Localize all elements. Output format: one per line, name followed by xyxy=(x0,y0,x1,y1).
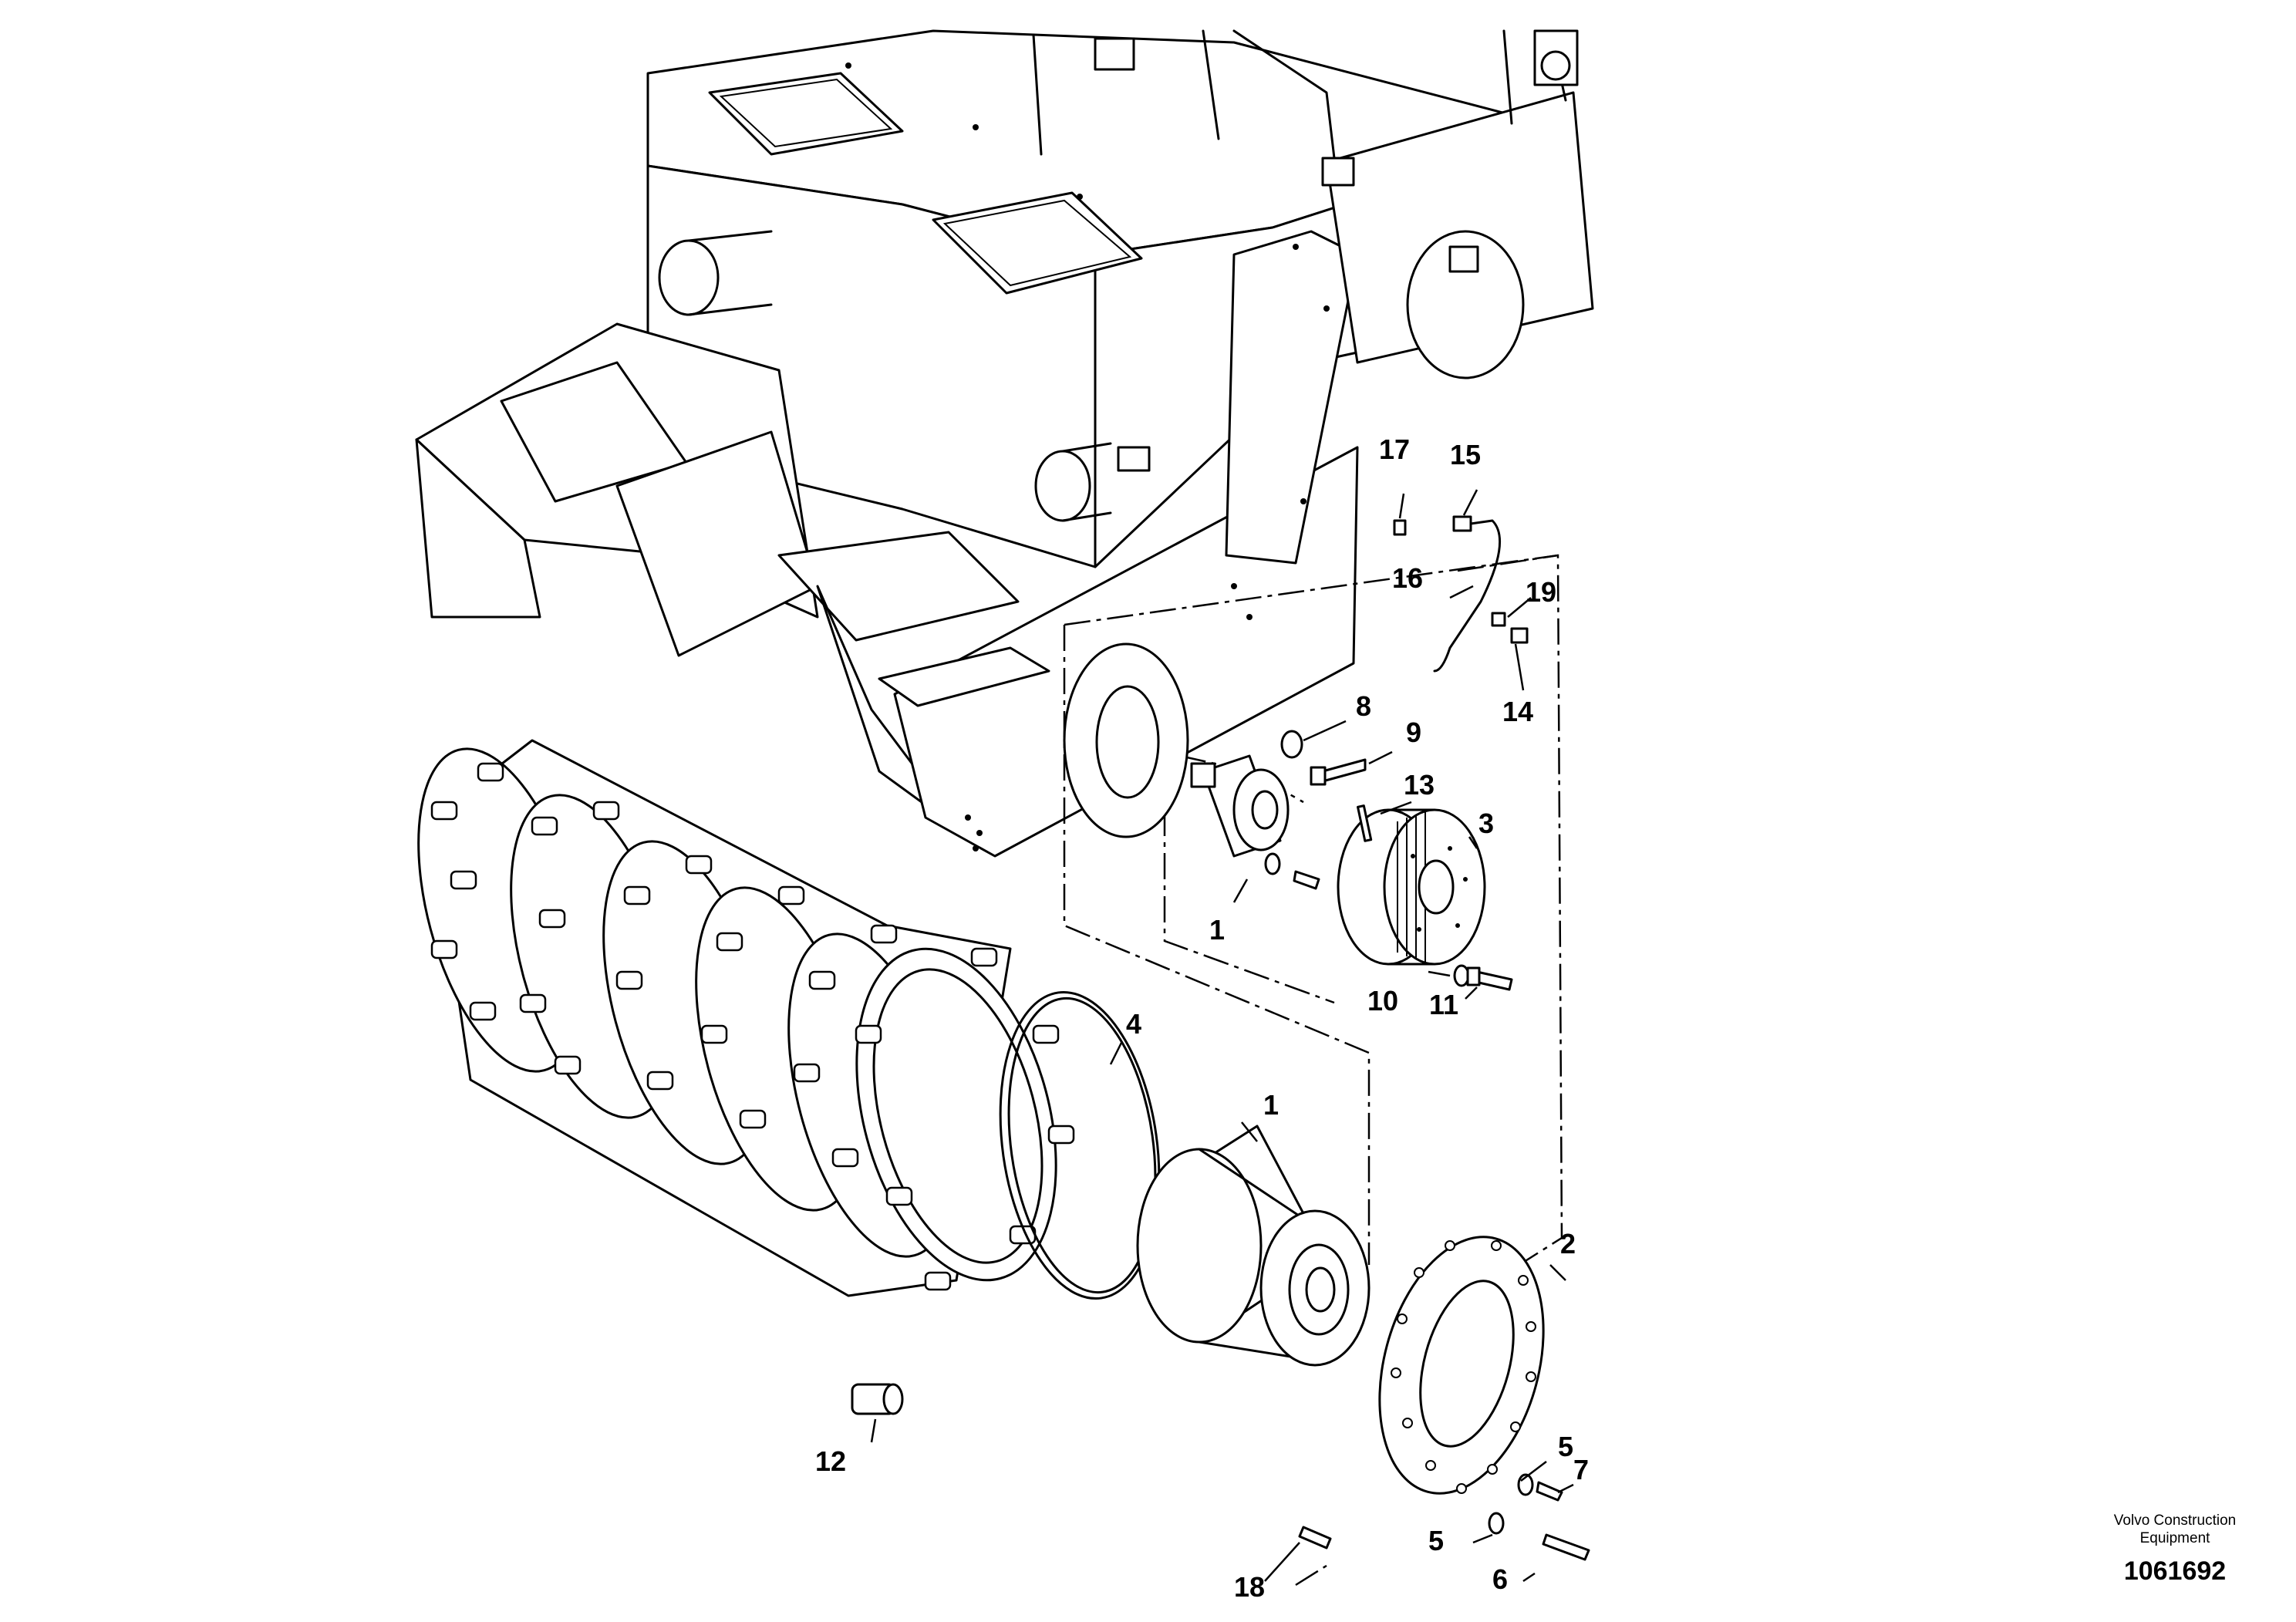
callout-5-upper: 5 xyxy=(1558,1431,1573,1462)
machine-frame xyxy=(415,29,1594,858)
callout-11: 11 xyxy=(1429,989,1458,1020)
o-ring xyxy=(999,990,1161,1300)
callout-1-motor: 1 xyxy=(1209,914,1225,946)
callout-19: 19 xyxy=(1526,576,1556,608)
publisher-caption: Volvo Construction Equipment xyxy=(2082,1512,2267,1547)
mounting-flange xyxy=(1063,642,1189,838)
callout-4: 4 xyxy=(1126,1008,1141,1040)
leader-lines xyxy=(870,489,1574,1583)
travel-motor xyxy=(1190,754,1290,858)
callout-6: 6 xyxy=(1492,1563,1508,1595)
callout-14: 14 xyxy=(1502,696,1533,727)
callout-12: 12 xyxy=(815,1445,846,1477)
callout-16: 16 xyxy=(1392,562,1423,594)
callout-3: 3 xyxy=(1478,808,1494,839)
callout-labels: 1 1 2 3 4 5 5 6 7 8 9 10 11 12 13 14 15 … xyxy=(815,433,1589,1603)
pulley xyxy=(1337,808,1486,966)
callout-18: 18 xyxy=(1234,1571,1265,1603)
callout-1-gearbox: 1 xyxy=(1263,1089,1279,1121)
small-parts xyxy=(851,515,1590,1561)
brake-flange xyxy=(1378,1236,1545,1495)
document-number: 1061692 xyxy=(2123,1556,2227,1586)
drum-gearbox xyxy=(1136,1125,1371,1367)
publisher-line-2: Equipment xyxy=(2139,1530,2210,1546)
callout-9: 9 xyxy=(1406,717,1421,748)
callout-17: 17 xyxy=(1379,433,1410,465)
callout-13: 13 xyxy=(1404,769,1435,801)
cutter-teeth xyxy=(430,762,1075,1291)
callout-5-lower: 5 xyxy=(1428,1525,1444,1556)
callout-15: 15 xyxy=(1450,439,1481,470)
callout-7: 7 xyxy=(1573,1454,1589,1485)
callout-8: 8 xyxy=(1356,690,1371,722)
callout-10: 10 xyxy=(1367,985,1398,1017)
callout-2: 2 xyxy=(1560,1228,1576,1259)
cutter-drum xyxy=(417,739,1075,1297)
assembly-boundary xyxy=(1063,554,1563,1587)
publisher-line-1: Volvo Construction xyxy=(2113,1512,2237,1529)
